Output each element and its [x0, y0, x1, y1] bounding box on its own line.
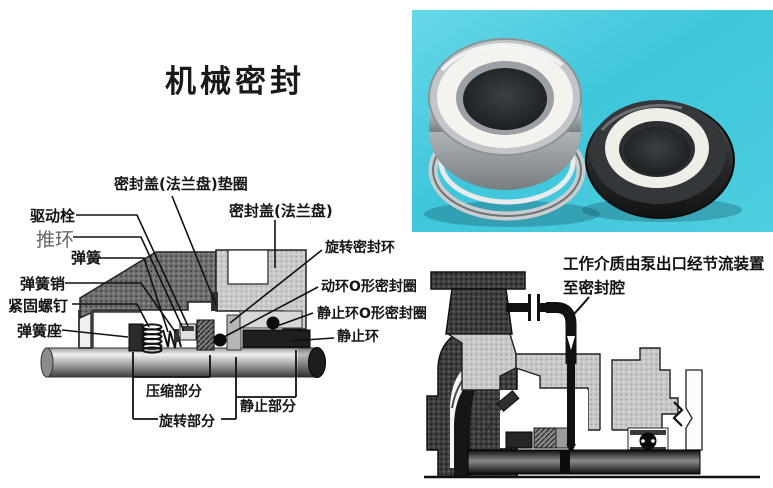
label-set-screw: 紧固螺钉 [8, 297, 68, 315]
section-brackets [132, 350, 297, 420]
label-gland-gasket: 密封盖(法兰盘)垫圈 [114, 175, 248, 193]
pump-shaft [467, 449, 701, 475]
throttle-pipe [506, 294, 577, 454]
break-symbol [672, 401, 684, 427]
pump-annotation-line2: 至密封腔 [563, 278, 626, 297]
spring-seat-part [128, 323, 144, 352]
label-rotating-o-ring: 动环O形密封圈 [321, 278, 417, 295]
label-spring-seat: 弹簧座 [17, 322, 62, 340]
bearing-housing [600, 347, 703, 455]
label-push-ring: 推环 [36, 229, 74, 251]
label-spring-pin: 弹簧销 [20, 275, 65, 293]
rotating-seal-ring-part [196, 319, 215, 351]
spring-pin-part [174, 329, 179, 342]
seal-components-photo [412, 10, 773, 232]
pump-annotation-line1: 工作介质由泵出口经节流装置 [563, 254, 765, 273]
pump-cross-section-diagram: 工作介质由泵出口经节流装置 至密封腔 [424, 254, 765, 479]
stationary-unit [239, 310, 311, 348]
label-stationary-section: 静止部分 [240, 398, 296, 415]
drive-pin-part [182, 326, 194, 331]
leader-lines [61, 195, 335, 342]
stationary-ring-part [242, 329, 311, 348]
shaft [40, 347, 326, 378]
label-drive-pin: 驱动栓 [30, 207, 75, 225]
label-spring: 弹簧 [71, 249, 101, 267]
ball-bearing [639, 432, 657, 450]
label-stationary-o-ring: 静止环O形密封圈 [317, 305, 427, 322]
stationary-seat-photo [585, 100, 735, 219]
label-rotating-seal-ring: 旋转密封环 [324, 239, 395, 256]
label-compression-section: 压缩部分 [146, 383, 202, 400]
label-gland: 密封盖(法兰盘) [229, 202, 333, 220]
label-rotating-section: 旋转部分 [158, 413, 215, 430]
spring-coil-part [141, 323, 163, 354]
discharge-flange [430, 271, 526, 335]
seal-housing [78, 251, 217, 349]
flow-arrow [567, 336, 575, 350]
flush-port-stud [496, 390, 520, 412]
stationary-o-ring-part [266, 316, 280, 330]
seal-cross-section-diagram: 驱动栓 推环 弹簧 弹簧销 紧固螺钉 弹簧座 密封盖(法兰盘)垫圈 密封盖(法兰… [8, 175, 427, 430]
annotation-leader [570, 296, 590, 318]
impeller [454, 382, 478, 477]
page-title: 机械密封 [165, 64, 305, 100]
label-stationary-ring: 静止环 [337, 328, 379, 345]
rotating-assembly-photo [428, 38, 586, 221]
rotating-o-ring-part [213, 333, 227, 347]
